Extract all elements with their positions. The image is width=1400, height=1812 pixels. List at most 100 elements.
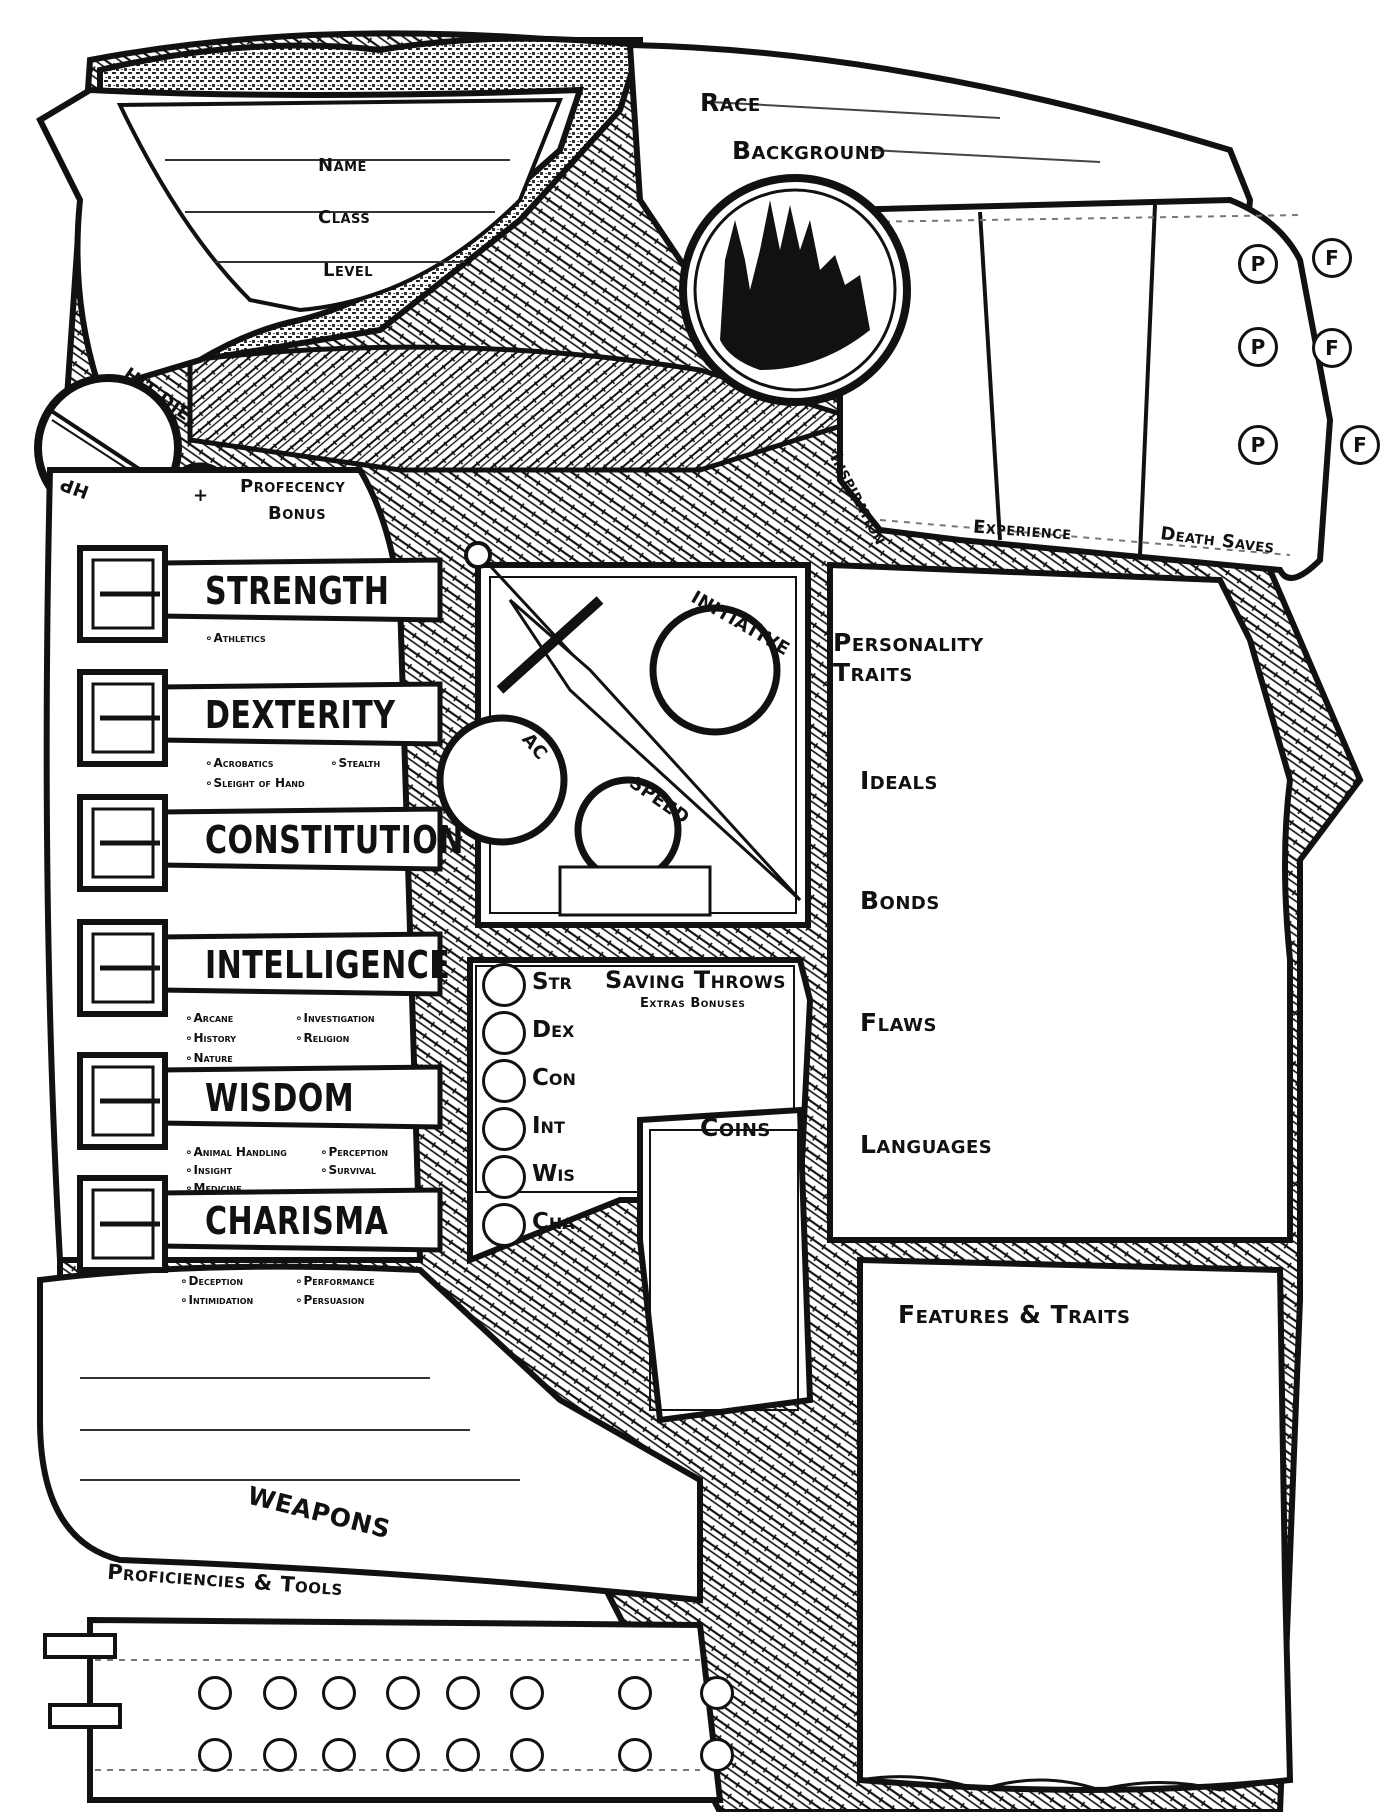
proficiency-hole-5[interactable] xyxy=(446,1676,480,1710)
proficiency-hole-3[interactable] xyxy=(322,1676,356,1710)
ac-circle[interactable] xyxy=(445,725,557,837)
skill-insight[interactable]: Insight xyxy=(185,1164,233,1176)
death-save-fail-3[interactable]: F xyxy=(1340,425,1380,465)
flaws-field[interactable] xyxy=(990,1000,1270,1100)
death-save-pass-2[interactable]: P xyxy=(1238,327,1278,367)
proficiency-hole-6[interactable] xyxy=(510,1676,544,1710)
personality-label-line1: Personality xyxy=(833,628,984,657)
initiative-circle[interactable] xyxy=(660,615,770,725)
proficiency-hole-12[interactable] xyxy=(386,1738,420,1772)
death-save-fail-1[interactable]: F xyxy=(1312,238,1352,278)
save-checkbox-str[interactable] xyxy=(482,963,526,1007)
save-checkbox-con[interactable] xyxy=(482,1059,526,1103)
proficiency-hole-8[interactable] xyxy=(700,1676,734,1710)
proficiency-hole-13[interactable] xyxy=(446,1738,480,1772)
class-label: Class xyxy=(318,207,371,228)
skill-animal-handling[interactable]: Animal Handling xyxy=(185,1146,287,1158)
speed-extra-field[interactable] xyxy=(560,867,710,915)
level-field[interactable] xyxy=(380,242,465,268)
ability-score-constitution[interactable] xyxy=(80,797,165,889)
skill-history[interactable]: History xyxy=(185,1032,237,1044)
skill-deception[interactable]: Deception xyxy=(180,1275,244,1287)
proficiency-plus: + xyxy=(193,485,209,506)
background-field[interactable] xyxy=(880,134,1090,164)
proficiency-label-line2: Bonus xyxy=(268,503,327,524)
proficiency-hole-14[interactable] xyxy=(510,1738,544,1772)
proficiency-hole-11[interactable] xyxy=(322,1738,356,1772)
bonds-field[interactable] xyxy=(990,880,1270,980)
bonds-label: Bonds xyxy=(860,886,940,915)
death-save-pass-3[interactable]: P xyxy=(1238,425,1278,465)
proficiency-hole-10[interactable] xyxy=(263,1738,297,1772)
skill-persuasion[interactable]: Persuasion xyxy=(295,1294,365,1306)
skill-acrobatics[interactable]: Acrobatics xyxy=(205,757,274,769)
save-label-int: Int xyxy=(532,1113,565,1139)
save-checkbox-cha[interactable] xyxy=(482,1203,526,1247)
saving-throws-title: Saving Throws xyxy=(605,966,786,994)
coins-label: Coins xyxy=(700,1113,771,1142)
ability-name-wisdom: WISDOM xyxy=(205,1076,355,1120)
skill-investigation[interactable]: Investigation xyxy=(295,1012,375,1024)
ability-score-strength[interactable] xyxy=(80,548,165,640)
save-label-wis: Wis xyxy=(532,1161,575,1187)
skill-arcane[interactable]: Arcane xyxy=(185,1012,234,1024)
coins-field[interactable] xyxy=(652,1150,796,1405)
skill-intimidation[interactable]: Intimidation xyxy=(180,1294,254,1306)
languages-field[interactable] xyxy=(1040,1120,1270,1220)
ability-name-constitution: CONSTITUTION xyxy=(205,818,464,862)
save-checkbox-wis[interactable] xyxy=(482,1155,526,1199)
flaws-label: Flaws xyxy=(860,1008,937,1037)
save-checkbox-dex[interactable] xyxy=(482,1011,526,1055)
ability-score-intelligence[interactable] xyxy=(80,922,165,1014)
ability-score-dexterity[interactable] xyxy=(80,672,165,764)
inspiration-field[interactable] xyxy=(860,240,975,510)
save-label-str: Str xyxy=(532,969,572,995)
race-field[interactable] xyxy=(780,88,990,118)
weapons-field[interactable] xyxy=(80,1360,520,1490)
race-label: Race xyxy=(700,88,761,117)
proficiency-label-line1: Profecency xyxy=(240,476,346,497)
skill-perception[interactable]: Perception xyxy=(320,1146,389,1158)
proficiency-hole-16[interactable] xyxy=(700,1738,734,1772)
background-label: Background xyxy=(732,136,886,165)
speed-circle[interactable] xyxy=(582,784,674,876)
ideals-label: Ideals xyxy=(860,766,938,795)
level-label: Level xyxy=(323,260,374,281)
ability-name-charisma: CHARISMA xyxy=(205,1199,389,1243)
skill-performance[interactable]: Performance xyxy=(295,1275,375,1287)
ideals-field[interactable] xyxy=(990,760,1270,860)
proficiency-hole-9[interactable] xyxy=(198,1738,232,1772)
ability-score-charisma[interactable] xyxy=(80,1178,165,1270)
skill-athletics[interactable]: Athletics xyxy=(205,632,266,644)
features-traits-field[interactable] xyxy=(870,1340,1270,1770)
languages-label: Languages xyxy=(860,1130,993,1159)
proficiency-bonus-circle[interactable] xyxy=(170,467,230,527)
skill-sleight-of-hand[interactable]: Sleight of Hand xyxy=(205,777,305,789)
proficiency-hole-7[interactable] xyxy=(618,1676,652,1710)
personality-label-line2: Traits xyxy=(833,658,913,687)
experience-field[interactable] xyxy=(1005,230,1145,520)
proficiency-hole-15[interactable] xyxy=(618,1738,652,1772)
skill-survival[interactable]: Survival xyxy=(320,1164,376,1176)
proficiency-hole-4[interactable] xyxy=(386,1676,420,1710)
hp-circle[interactable] xyxy=(50,390,165,505)
ability-name-dexterity: DEXTERITY xyxy=(205,693,396,737)
skill-religion[interactable]: Religion xyxy=(295,1032,350,1044)
ability-score-wisdom[interactable] xyxy=(80,1055,165,1147)
saving-throws-subtitle: Extras Bonuses xyxy=(640,996,746,1011)
death-save-fail-2[interactable]: F xyxy=(1312,328,1352,368)
save-checkbox-int[interactable] xyxy=(482,1107,526,1151)
death-save-pass-1[interactable]: P xyxy=(1238,244,1278,284)
skill-stealth[interactable]: Stealth xyxy=(330,757,381,769)
personality-field[interactable] xyxy=(990,630,1270,730)
proficiency-hole-1[interactable] xyxy=(198,1676,232,1710)
save-label-dex: Dex xyxy=(532,1017,575,1043)
ability-name-intelligence: INTELLIGENCE xyxy=(205,943,451,987)
skill-medicine[interactable]: Medicine xyxy=(185,1182,242,1194)
name-field[interactable] xyxy=(380,140,510,166)
skill-nature[interactable]: Nature xyxy=(185,1052,233,1064)
proficiency-hole-2[interactable] xyxy=(263,1676,297,1710)
save-label-con: Con xyxy=(532,1065,576,1091)
class-field[interactable] xyxy=(380,192,495,218)
